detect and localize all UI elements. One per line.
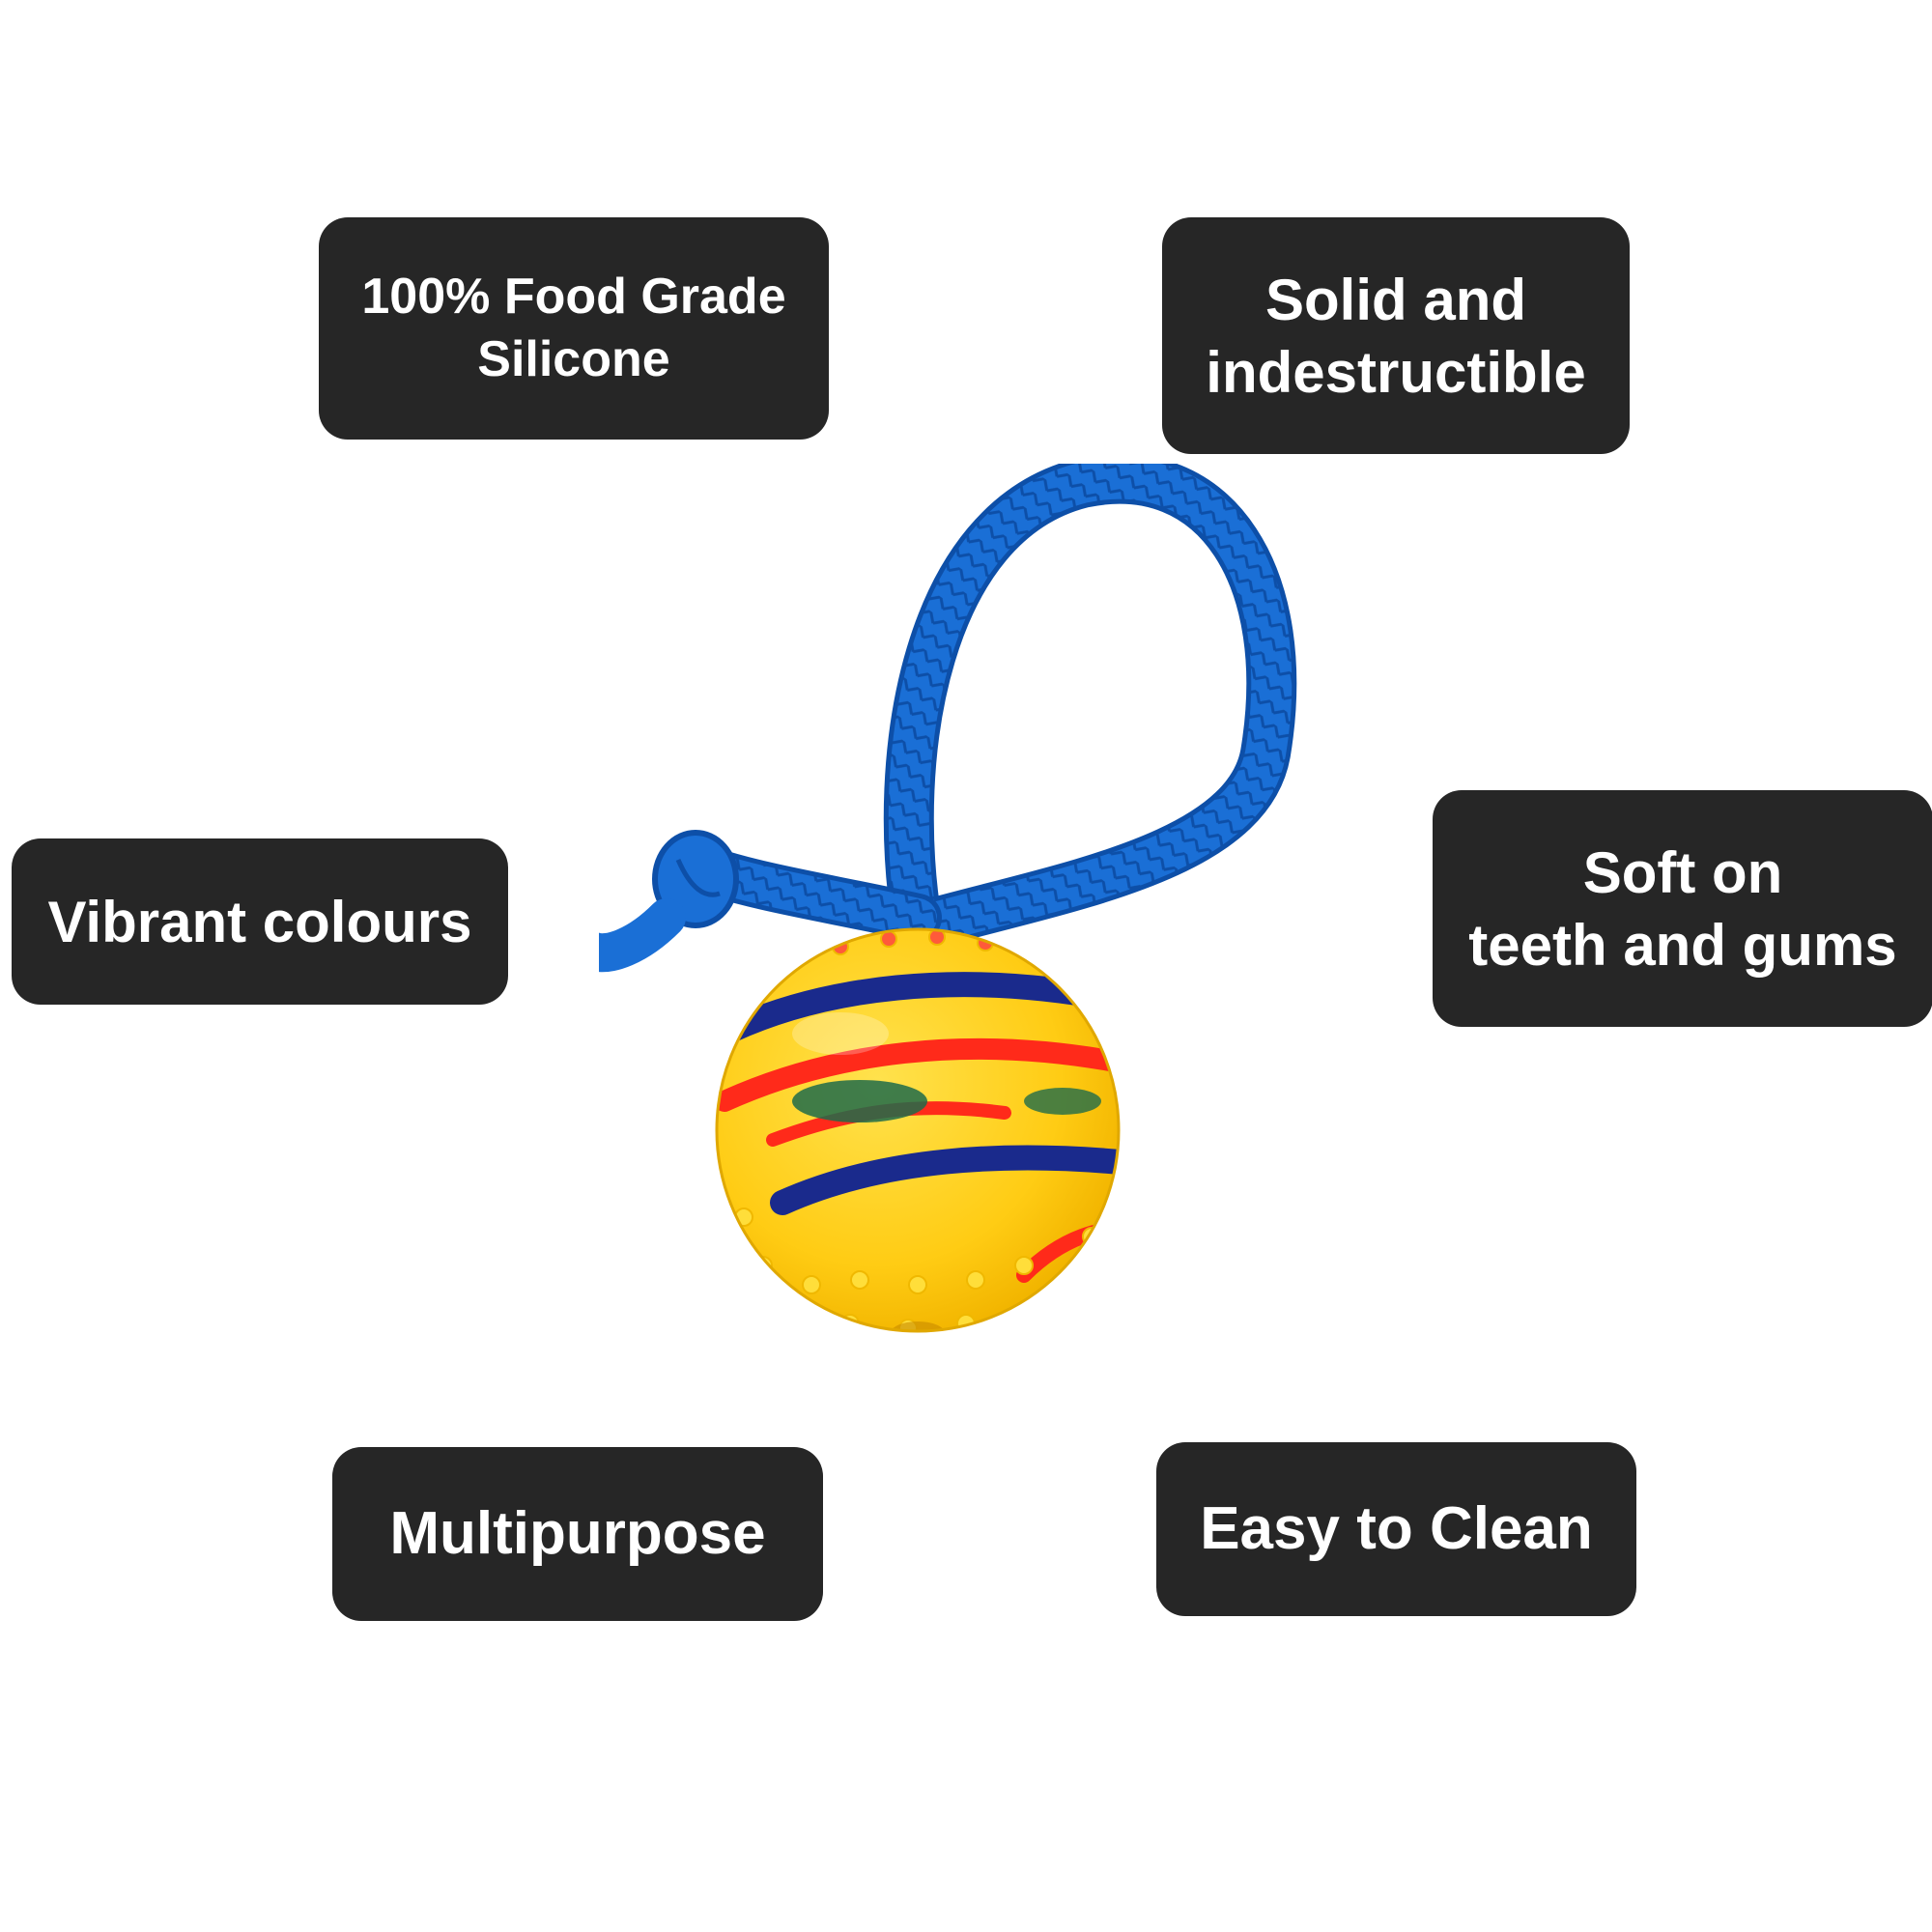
feature-badge-soft-on-teeth: Soft on teeth and gums [1433, 790, 1932, 1027]
rope-ball-toy-icon [575, 453, 1352, 1372]
feature-label: Multipurpose [389, 1500, 766, 1568]
rope-loop [575, 453, 1297, 973]
feature-badge-easy-to-clean: Easy to Clean [1156, 1442, 1636, 1616]
feature-label-line1: Solid and [1265, 267, 1526, 332]
feature-label-line1: Soft on [1582, 839, 1783, 905]
feature-label-line2: indestructible [1206, 339, 1586, 405]
feature-label: Easy to Clean [1200, 1495, 1593, 1563]
feature-badge-food-grade: 100% Food Grade Silicone [319, 217, 829, 440]
feature-label-line2: Silicone [477, 331, 670, 387]
feature-badge-vibrant-colours: Vibrant colours [12, 838, 508, 1005]
feature-badge-multipurpose: Multipurpose [332, 1447, 823, 1621]
ball [715, 927, 1121, 1333]
feature-label-line2: teeth and gums [1468, 912, 1897, 978]
feature-label: Vibrant colours [47, 889, 472, 954]
feature-badge-solid: Solid and indestructible [1162, 217, 1630, 454]
feature-label-line1: 100% Food Grade [361, 269, 786, 325]
